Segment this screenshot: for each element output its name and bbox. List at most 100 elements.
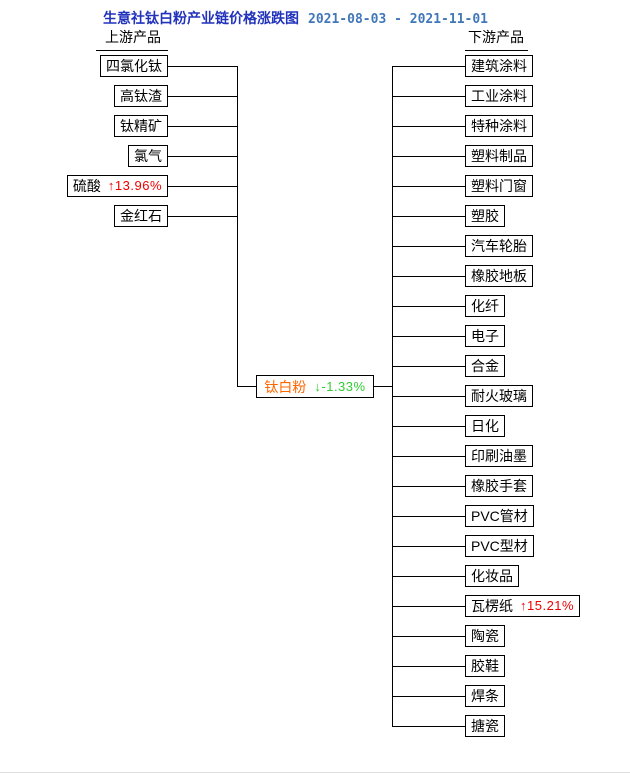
center-left-connector	[237, 386, 257, 387]
downstream-connector-line	[392, 516, 466, 517]
upstream-node-3[interactable]: 氯气	[128, 145, 168, 167]
downstream-node-7[interactable]: 橡胶地板	[465, 265, 533, 287]
downstream-node-15[interactable]: PVC管材	[465, 505, 534, 527]
node-label: 耐火玻璃	[471, 388, 527, 404]
downstream-connector-line	[392, 96, 466, 97]
downstream-node-5[interactable]: 塑胶	[465, 205, 505, 227]
downstream-node-2[interactable]: 特种涂料	[465, 115, 533, 137]
upstream-node-4[interactable]: 硫酸 ↑13.96%	[66, 175, 168, 197]
downstream-node-13[interactable]: 印刷油墨	[465, 445, 533, 467]
upstream-node-1[interactable]: 高钛渣	[114, 85, 168, 107]
chart-title: 生意社钛白粉产业链价格涨跌图 2021-08-03 - 2021-11-01	[103, 8, 488, 28]
downstream-header: 下游产品	[468, 29, 524, 45]
upstream-connector-line	[167, 126, 238, 127]
downstream-connector-line	[392, 636, 466, 637]
downstream-node-4[interactable]: 塑料门窗	[465, 175, 533, 197]
chart-date-range: 2021-08-03 - 2021-11-01	[308, 12, 489, 27]
node-label: 化妆品	[471, 568, 513, 584]
downstream-connector-line	[392, 606, 466, 607]
node-label: 合金	[471, 358, 499, 374]
downstream-node-1[interactable]: 工业涂料	[465, 85, 533, 107]
downstream-node-16[interactable]: PVC型材	[465, 535, 534, 557]
node-label: 橡胶手套	[471, 478, 527, 494]
downstream-node-12[interactable]: 日化	[465, 415, 505, 437]
node-label: 电子	[471, 328, 499, 344]
node-label: 橡胶地板	[471, 268, 527, 284]
node-label: 陶瓷	[471, 628, 499, 644]
downstream-connector-line	[392, 156, 466, 157]
node-label: 焊条	[471, 688, 499, 704]
upstream-connector-line	[167, 96, 238, 97]
downstream-connector-line	[392, 336, 466, 337]
downstream-connector-line	[392, 696, 466, 697]
node-label: 化纤	[471, 298, 499, 314]
node-label: 搪瓷	[471, 718, 499, 734]
upstream-node-0[interactable]: 四氯化钛	[100, 55, 168, 77]
node-label: 建筑涂料	[471, 58, 527, 74]
upstream-header-underline	[96, 50, 168, 51]
upstream-trunk-line	[237, 66, 238, 387]
downstream-node-19[interactable]: 陶瓷	[465, 625, 505, 647]
downstream-connector-line	[392, 186, 466, 187]
node-label: 塑料门窗	[471, 178, 527, 194]
downstream-node-17[interactable]: 化妆品	[465, 565, 519, 587]
chart-bottom-border	[0, 772, 630, 773]
node-label: 日化	[471, 418, 499, 434]
downstream-connector-line	[392, 576, 466, 577]
node-label: 塑料制品	[471, 148, 527, 164]
node-label: PVC型材	[471, 538, 528, 554]
downstream-node-14[interactable]: 橡胶手套	[465, 475, 533, 497]
downstream-node-6[interactable]: 汽车轮胎	[465, 235, 533, 257]
downstream-connector-line	[392, 306, 466, 307]
node-label: 胶鞋	[471, 658, 499, 674]
downstream-header-underline	[465, 50, 528, 51]
downstream-connector-line	[392, 666, 466, 667]
node-label: 四氯化钛	[106, 58, 162, 74]
upstream-node-2[interactable]: 钛精矿	[114, 115, 168, 137]
downstream-connector-line	[392, 456, 466, 457]
node-label: 工业涂料	[471, 88, 527, 104]
downstream-node-11[interactable]: 耐火玻璃	[465, 385, 533, 407]
center-right-connector	[373, 386, 393, 387]
node-label: 特种涂料	[471, 118, 527, 134]
upstream-connector-line	[167, 156, 238, 157]
node-label: 高钛渣	[120, 88, 162, 104]
downstream-node-18[interactable]: 瓦楞纸 ↑15.21%	[465, 595, 581, 617]
node-label: 汽车轮胎	[471, 238, 527, 254]
node-label: PVC管材	[471, 508, 528, 524]
downstream-node-9[interactable]: 电子	[465, 325, 505, 347]
node-label: 瓦楞纸	[471, 598, 513, 614]
downstream-connector-line	[392, 726, 466, 727]
downstream-connector-line	[392, 546, 466, 547]
node-label: 硫酸	[72, 178, 101, 194]
downstream-connector-line	[392, 396, 466, 397]
downstream-connector-line	[392, 426, 466, 427]
downstream-connector-line	[392, 216, 466, 217]
downstream-node-22[interactable]: 搪瓷	[465, 715, 505, 737]
downstream-node-8[interactable]: 化纤	[465, 295, 505, 317]
downstream-node-0[interactable]: 建筑涂料	[465, 55, 533, 77]
center-node-label: 钛白粉	[264, 378, 307, 395]
price-change: ↑13.96%	[107, 178, 162, 193]
downstream-node-21[interactable]: 焊条	[465, 685, 505, 707]
downstream-node-10[interactable]: 合金	[465, 355, 505, 377]
downstream-connector-line	[392, 66, 466, 67]
downstream-connector-line	[392, 246, 466, 247]
center-node[interactable]: 钛白粉 ↓-1.33%	[256, 375, 374, 398]
node-label: 印刷油墨	[471, 448, 527, 464]
upstream-node-5[interactable]: 金红石	[114, 205, 168, 227]
downstream-connector-line	[392, 366, 466, 367]
downstream-connector-line	[392, 486, 466, 487]
downstream-node-3[interactable]: 塑料制品	[465, 145, 533, 167]
upstream-connector-line	[167, 216, 238, 217]
node-label: 金红石	[120, 208, 162, 224]
downstream-connector-line	[392, 126, 466, 127]
chart-title-text: 生意社钛白粉产业链价格涨跌图	[103, 10, 299, 26]
upstream-connector-line	[167, 186, 238, 187]
downstream-node-20[interactable]: 胶鞋	[465, 655, 505, 677]
price-change: ↑15.21%	[520, 598, 575, 613]
downstream-connector-line	[392, 276, 466, 277]
upstream-connector-line	[167, 66, 238, 67]
node-label: 氯气	[134, 148, 162, 164]
